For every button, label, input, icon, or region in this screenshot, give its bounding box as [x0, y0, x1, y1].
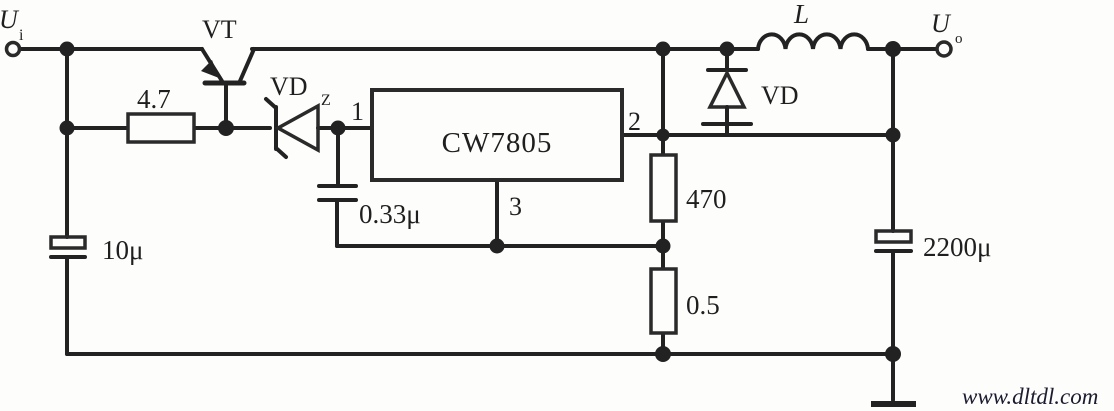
capacitor-2200u: 2200μ [874, 229, 991, 262]
input-terminal: U i [0, 5, 24, 58]
capacitor-0_33u-plates [317, 184, 358, 202]
input-terminal-circle [4, 40, 22, 58]
inductor-label: L [793, 0, 809, 29]
regulator-pin3-label: 3 [509, 192, 522, 221]
zener-cathode-ticks [264, 97, 288, 159]
diode-vd: VD [701, 47, 799, 137]
regulator-ic-body [370, 88, 624, 182]
zener-triangle [274, 103, 320, 153]
resistor-470-value: 470 [686, 184, 727, 214]
zener-label-subscript: Z [321, 92, 331, 109]
resistor-4_7: 4.7 [126, 84, 196, 144]
capacitor-0_33u: 0.33μ [317, 126, 421, 248]
capacitor-10u-value: 10μ [102, 235, 143, 265]
transistor-emitter-arrow-icon [201, 60, 219, 78]
capacitor-2200u-value: 2200μ [923, 232, 991, 262]
transistor-vt: VT [200, 15, 256, 130]
output-terminal-subscript: o [955, 31, 963, 47]
input-terminal-subscript: i [19, 27, 24, 44]
resistor-0_5-body [649, 267, 678, 335]
capacitor-2200u-positive-plate [874, 229, 913, 244]
zener-label: VD [270, 72, 308, 101]
inductor-coils [756, 32, 870, 51]
output-terminal-label: U [931, 9, 952, 38]
resistor-0_5: 0.5 [649, 267, 720, 335]
resistor-0_5-value: 0.5 [686, 290, 720, 320]
regulator-ic-label: CW7805 [442, 127, 553, 159]
transistor-collector [238, 47, 256, 83]
capacitor-10u: 10μ [49, 235, 143, 265]
junction-dots [59, 41, 901, 362]
resistor-4_7-value: 4.7 [137, 84, 171, 114]
watermark-text: www.dltdl.com [962, 384, 1098, 409]
regulator-pin2-label: 2 [628, 107, 641, 136]
capacitor-10u-positive-plate [49, 235, 87, 250]
resistor-470: 470 [649, 153, 727, 223]
zener-diode-vdz: VD Z [264, 72, 331, 159]
inductor-l: L [756, 0, 870, 51]
diode-vd-label: VD [761, 81, 799, 110]
output-terminal-circle [935, 40, 953, 58]
resistor-4_7-body [126, 112, 196, 144]
regulator-pin1-label: 1 [351, 97, 364, 126]
output-terminal: U o [931, 9, 963, 58]
resistor-470-body [649, 153, 678, 223]
regulator-ic-cw7805: CW7805 1 2 3 [351, 88, 641, 221]
diode-vd-triangle [707, 69, 747, 109]
capacitor-0_33u-value: 0.33μ [359, 199, 421, 229]
transistor-label: VT [202, 15, 237, 44]
input-terminal-label: U [0, 5, 20, 34]
